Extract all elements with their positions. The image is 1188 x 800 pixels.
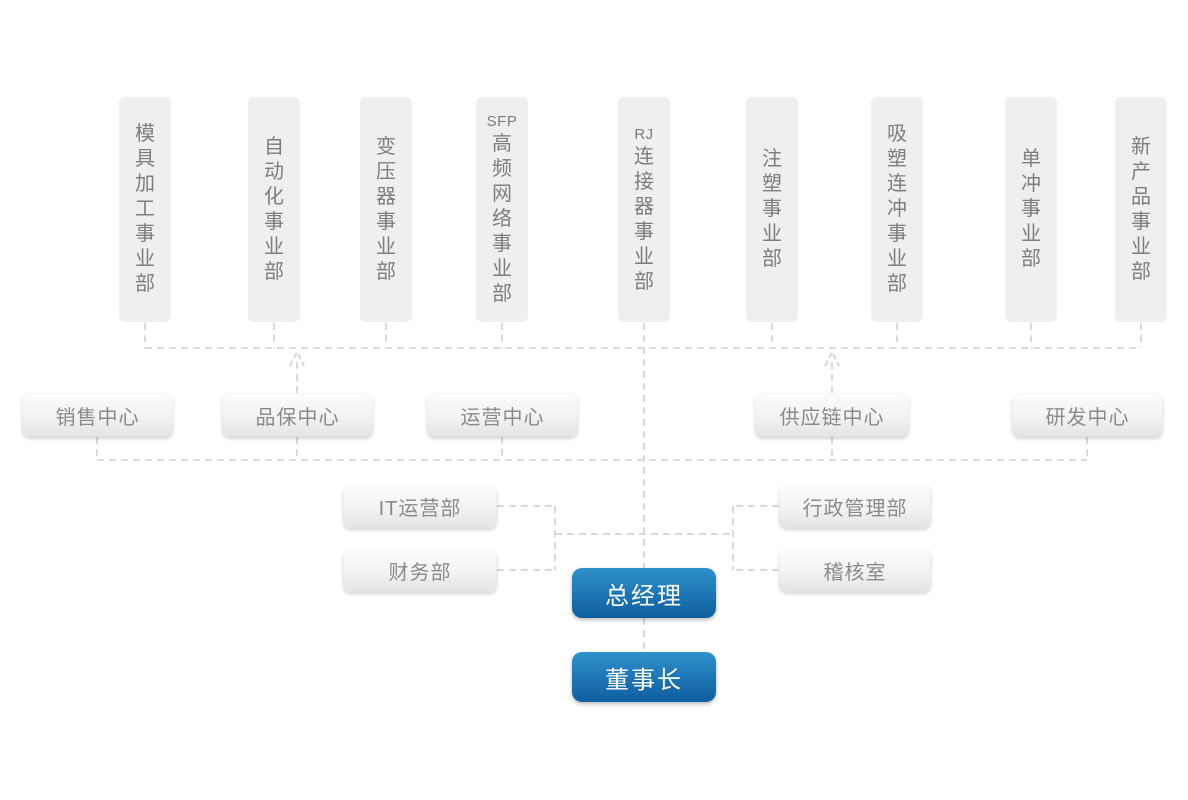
center-label: 供应链中心 bbox=[779, 406, 885, 429]
executive-box-chairman: 董事长 bbox=[572, 652, 716, 702]
unit-box-single-stamping: 单冲事业部 bbox=[1005, 97, 1057, 322]
unit-box-automation: 自动化事业部 bbox=[248, 97, 300, 322]
supply-up-arrow bbox=[824, 349, 840, 393]
center-label: 研发中心 bbox=[1045, 406, 1130, 429]
center-rail-line bbox=[96, 437, 1088, 461]
center-box-sales: 销售中心 bbox=[22, 393, 173, 437]
department-box-audit: 稽核室 bbox=[779, 548, 931, 592]
department-box-it-operations: IT运营部 bbox=[343, 484, 497, 528]
center-box-supply-chain: 供应链中心 bbox=[755, 393, 909, 437]
unit-box-blister-stamping: 吸塑连冲事业部 bbox=[871, 97, 923, 322]
department-label: 财务部 bbox=[388, 561, 452, 584]
department-label: 行政管理部 bbox=[802, 497, 908, 520]
center-box-rnd: 研发中心 bbox=[1012, 393, 1163, 437]
department-box-administration: 行政管理部 bbox=[779, 484, 931, 528]
unit-label: 吸塑连冲事业部 bbox=[887, 123, 907, 295]
unit-label: 自动化事业部 bbox=[264, 135, 284, 283]
unit-label: 单冲事业部 bbox=[1021, 148, 1041, 270]
unit-box-transformer: 变压器事业部 bbox=[360, 97, 412, 322]
arrow-head-icon bbox=[824, 349, 840, 367]
unit-box-injection-molding: 注塑事业部 bbox=[746, 97, 798, 322]
executive-box-general-manager: 总经理 bbox=[572, 568, 716, 618]
executive-label: 董事长 bbox=[605, 666, 683, 694]
center-box-operations: 运营中心 bbox=[427, 393, 578, 437]
arrow-head-icon bbox=[289, 349, 305, 367]
department-label: IT运营部 bbox=[378, 497, 462, 520]
center-box-quality: 品保中心 bbox=[222, 393, 373, 437]
unit-box-new-product: 新产品事业部 bbox=[1115, 97, 1167, 322]
unit-label: 新产品事业部 bbox=[1131, 135, 1151, 283]
unit-label: 注塑事业部 bbox=[762, 148, 782, 270]
department-connector-lines bbox=[497, 505, 779, 571]
executive-label: 总经理 bbox=[605, 582, 683, 610]
unit-label: 变压器事业部 bbox=[376, 135, 396, 283]
department-label: 稽核室 bbox=[823, 561, 887, 584]
center-label: 销售中心 bbox=[55, 406, 140, 429]
quality-up-arrow bbox=[289, 349, 305, 393]
department-box-finance: 财务部 bbox=[343, 548, 497, 592]
center-label: 品保中心 bbox=[255, 406, 340, 429]
unit-label: 模具加工事业部 bbox=[135, 123, 155, 295]
unit-box-mould-processing: 模具加工事业部 bbox=[119, 97, 171, 322]
center-label: 运营中心 bbox=[460, 406, 545, 429]
